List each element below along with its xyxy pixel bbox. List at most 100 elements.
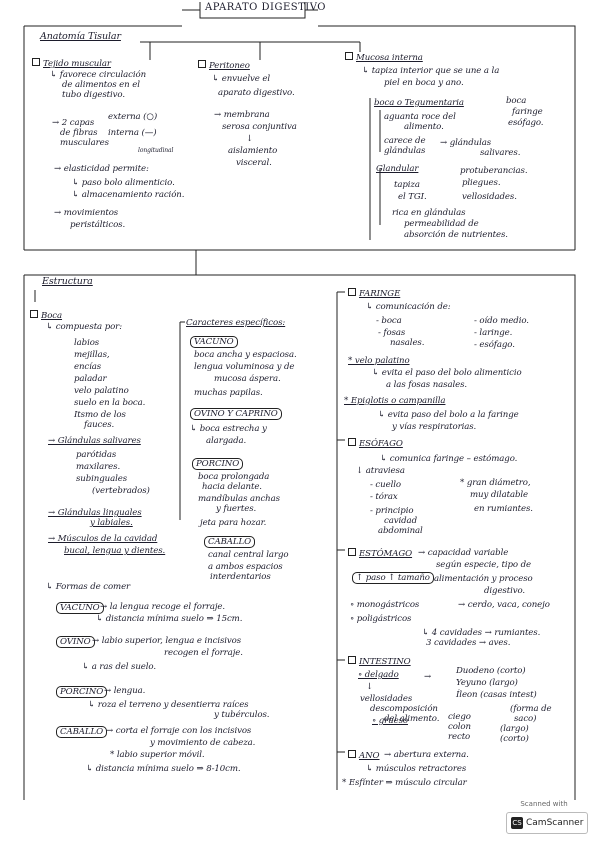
text-line: ↳ boca estrecha y: [190, 424, 267, 434]
text-line: ↳ tapiza interior que se une a la: [362, 66, 500, 76]
checkbox-icon: [345, 52, 353, 60]
caracteres-title: Caracteres específicos:: [186, 318, 286, 328]
label-ovino: OVINO: [56, 636, 95, 648]
text-line: ciego: [448, 712, 471, 722]
text-line: en rumiantes.: [474, 504, 533, 514]
text-line: boca ancha y espaciosa.: [194, 350, 297, 360]
label-ovino-caprino: OVINO Y CAPRINO: [190, 408, 282, 420]
text-line: externa (○): [108, 112, 158, 122]
text-line: - tórax: [370, 492, 398, 502]
faringe-title: FARINGE: [348, 288, 400, 299]
text-line: ∘ poligástricos: [350, 614, 412, 624]
text-line: ↓: [366, 682, 374, 692]
text-line: aparato digestivo.: [218, 88, 295, 98]
text-line: encías: [74, 362, 102, 372]
text-line: recogen el forraje.: [164, 648, 243, 658]
text-line: ↳ comunica faringe – estómago.: [380, 454, 518, 464]
text-line: boca: [506, 96, 527, 106]
label-porcino: PORCINO: [192, 458, 244, 470]
checkbox-icon: [32, 58, 40, 66]
text-line: interdentarios: [210, 572, 271, 582]
text-line: ∘ monogástricos: [350, 600, 420, 610]
text-line: (vertebrados): [92, 486, 150, 496]
camscanner-icon: CS: [511, 817, 523, 829]
boca-title: Boca: [30, 310, 62, 321]
page-title: APARATO DIGESTIVO: [205, 2, 326, 13]
text-line: interna (—): [108, 128, 157, 138]
text-line: 3 cavidades → aves.: [426, 638, 511, 648]
text-line: → Músculos de la cavidad: [48, 534, 158, 544]
text-line: ↳ 4 cavidades → rumiantes.: [422, 628, 541, 638]
text-line: piel en boca y ano.: [384, 78, 464, 88]
text-line: y fuertes.: [216, 504, 257, 514]
text-line: rica en glándulas: [392, 208, 466, 218]
text-line: * Epiglotis o campanilla: [344, 396, 446, 406]
esofago-title: ESÓFAGO: [348, 438, 403, 449]
text-line: musculares: [60, 138, 109, 148]
text-line: aislamiento: [228, 146, 278, 156]
label-caballo: CABALLO: [204, 536, 256, 548]
label-paso-tamano: ↑ paso ↑ tamaño: [352, 572, 434, 584]
text-line: visceral.: [236, 158, 272, 168]
text-line: ↳ evita paso del bolo a la faringe: [378, 410, 519, 420]
text-line: velo palatino: [74, 386, 129, 396]
text-line: * gran diámetro,: [460, 478, 531, 488]
text-line: → elasticidad permite:: [54, 164, 149, 174]
text-line: * velo palatino: [348, 356, 410, 366]
text-line: → 2 capas: [52, 118, 95, 128]
text-line: - principio: [370, 506, 414, 516]
text-line: - boca: [376, 316, 402, 326]
text-line: a las fosas nasales.: [386, 380, 468, 390]
text-line: maxilares.: [76, 462, 121, 472]
text-line: a ambos espacios: [208, 562, 283, 572]
text-line: lengua voluminosa y de: [194, 362, 295, 372]
section-header-anatomia: Anatomía Tisular: [40, 31, 121, 42]
scanned-with-text: Scanned with: [520, 800, 568, 808]
text-line: fauces.: [84, 420, 115, 430]
text-line: de fibras: [60, 128, 98, 138]
text-line: (forma de: [510, 704, 552, 714]
text-line: saco): [514, 714, 537, 724]
text-line: peristálticos.: [70, 220, 126, 230]
checkbox-icon: [348, 438, 356, 446]
text-line: → movimientos: [54, 208, 119, 218]
text-line: y labiales.: [90, 518, 133, 528]
text-line: - cuello: [370, 480, 401, 490]
text-line: ↳ distancia mínima suelo ⇒ 15cm.: [96, 614, 243, 624]
text-line: →: [424, 672, 432, 682]
intestino-title: INTESTINO: [348, 656, 411, 667]
tejido-muscular-title: Tejido muscular: [32, 58, 111, 69]
text-line: ↳ almacenamiento ración.: [72, 190, 185, 200]
text-line: → Glándulas salivares: [48, 436, 141, 446]
text-line: paladar: [74, 374, 107, 384]
peritoneo-title: Peritoneo: [198, 60, 250, 71]
checkbox-icon: [348, 656, 356, 664]
estomago-title: ESTÓMAGO: [348, 548, 412, 559]
text-line: jeta para hozar.: [200, 518, 267, 528]
text-line: * Esfínter ⇒ músculo circular: [342, 778, 467, 788]
text-line: → abertura externa.: [384, 750, 469, 760]
text-line: ∘ grueso: [372, 716, 408, 726]
label-vacuno: VACUNO: [56, 602, 104, 614]
text-line: del alimento.: [384, 714, 440, 724]
text-line: colon: [448, 722, 471, 732]
text-line: hacia delante.: [202, 482, 262, 492]
label-caballo: CABALLO: [56, 726, 108, 738]
text-line: ↓ atraviesa: [356, 466, 405, 476]
text-line: ↳ distancia mínima suelo ⇒ 8-10cm.: [86, 764, 241, 774]
ano-title: ANO: [348, 750, 380, 761]
text-line: y tubérculos.: [214, 710, 270, 720]
text-line: abdominal: [378, 526, 423, 536]
text-line: salivares.: [480, 148, 521, 158]
text-line: subinguales: [76, 474, 128, 484]
text-line: muy dilatable: [470, 490, 529, 500]
text-line: longitudinal: [138, 147, 174, 154]
text-line: - esófago.: [474, 340, 515, 350]
text-line: → la lengua recoge el forraje.: [100, 602, 226, 612]
text-line: ↳ comunicación de:: [366, 302, 451, 312]
text-line: mandíbulas anchas: [198, 494, 280, 504]
checkbox-icon: [348, 750, 356, 758]
text-line: Glandular: [376, 164, 419, 174]
text-line: según especie, tipo de: [436, 560, 531, 570]
